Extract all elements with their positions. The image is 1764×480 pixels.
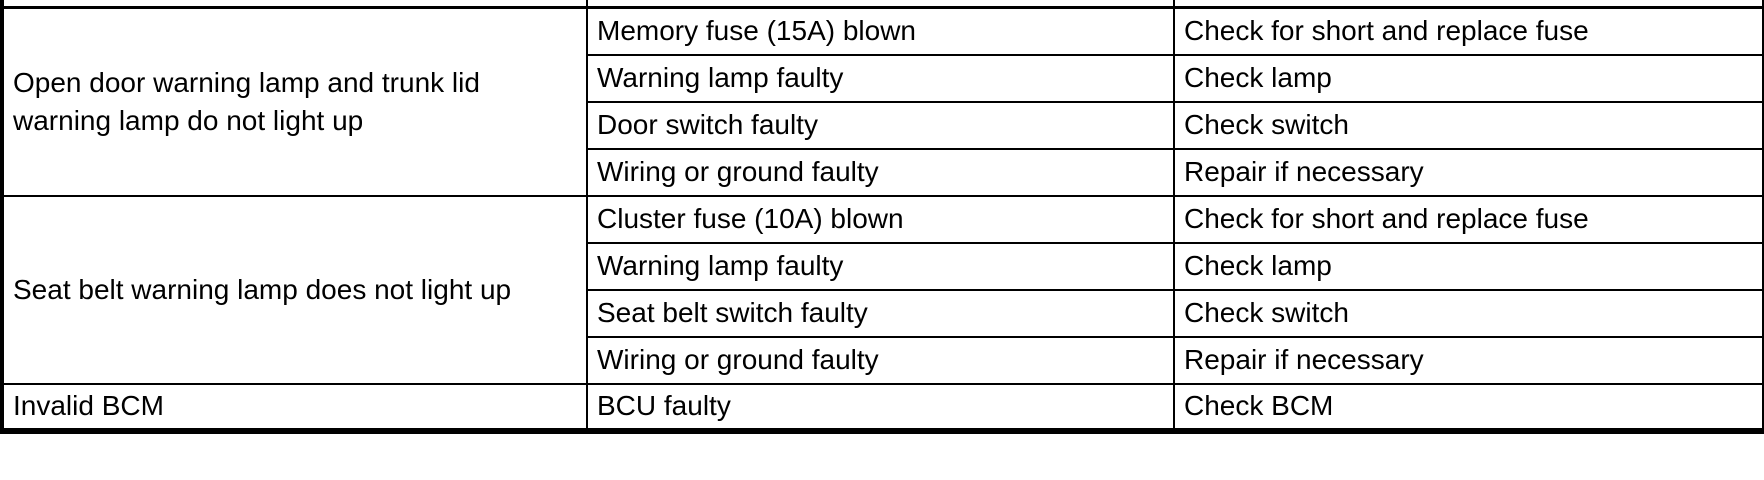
cause-cell: Warning lamp faulty bbox=[586, 241, 1175, 291]
table-row: Open door warning lamp and trunk lid war… bbox=[1, 6, 1764, 197]
cause-cell: Door switch faulty bbox=[586, 100, 1175, 150]
remedy-cell: Check lamp bbox=[1173, 241, 1764, 291]
remedy-cell: Check for short and replace fuse bbox=[1173, 194, 1764, 244]
cutoff-cell bbox=[1, 0, 588, 9]
remedy-cell: Repair if necessary bbox=[1173, 147, 1764, 197]
cause-cell: Seat belt switch faulty bbox=[586, 288, 1175, 338]
table-row: Warning lamp faulty Check lamp bbox=[2, 241, 1764, 291]
cutoff-row bbox=[1, 0, 1764, 9]
table-row: Door switch faulty Check switch bbox=[2, 100, 1764, 150]
table-row: Seat belt switch faulty Check switch bbox=[2, 288, 1764, 338]
cause-cell: Wiring or ground faulty bbox=[586, 147, 1175, 197]
table-row: Warning lamp faulty Check lamp bbox=[2, 53, 1764, 103]
symptom-cell: Open door warning lamp and trunk lid war… bbox=[1, 6, 588, 197]
cause-cell: BCU faulty bbox=[586, 382, 1175, 432]
remedy-cell: Check lamp bbox=[1173, 53, 1764, 103]
symptom-cell: Seat belt warning lamp does not light up bbox=[1, 194, 588, 385]
cause-cell: Cluster fuse (10A) blown bbox=[586, 194, 1175, 244]
remedy-cell: Check BCM bbox=[1173, 382, 1764, 432]
symptom-cell: Invalid BCM bbox=[1, 382, 588, 432]
table-row: Wiring or ground faulty Repair if necess… bbox=[2, 147, 1764, 197]
remedy-cell: Check for short and replace fuse bbox=[1173, 6, 1764, 56]
table-row: Wiring or ground faulty Repair if necess… bbox=[2, 335, 1764, 385]
cutoff-cell bbox=[1173, 0, 1764, 9]
table-row: Seat belt warning lamp does not light up… bbox=[1, 194, 1764, 385]
remedy-cell: Check switch bbox=[1173, 100, 1764, 150]
remedy-cell: Check switch bbox=[1173, 288, 1764, 338]
table-row: Invalid BCM BCU faulty Check BCM bbox=[1, 382, 1764, 432]
troubleshooting-table: Open door warning lamp and trunk lid war… bbox=[0, 0, 1764, 434]
cause-cell: Warning lamp faulty bbox=[586, 53, 1175, 103]
cause-cell: Wiring or ground faulty bbox=[586, 335, 1175, 385]
cutoff-cell bbox=[586, 0, 1175, 9]
cause-cell: Memory fuse (15A) blown bbox=[586, 6, 1175, 56]
remedy-cell: Repair if necessary bbox=[1173, 335, 1764, 385]
